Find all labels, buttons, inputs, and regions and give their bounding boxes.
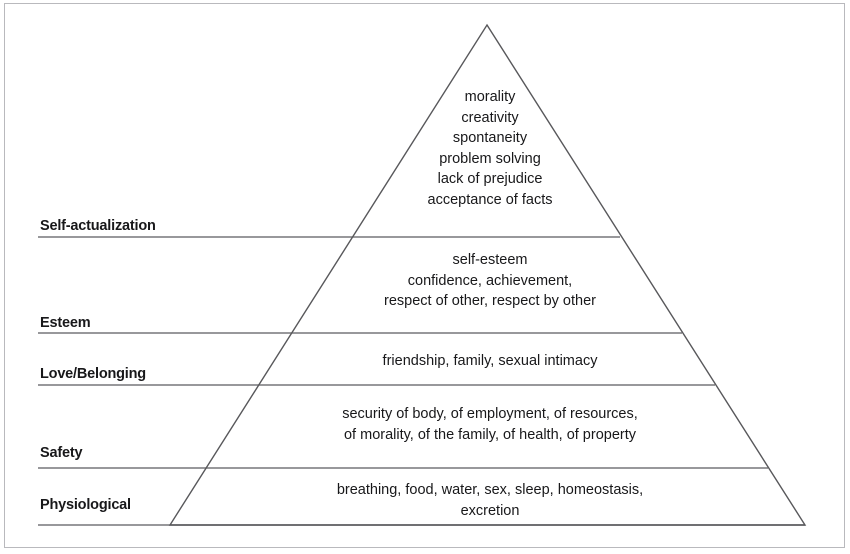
tier-label-physiological: Physiological <box>40 497 131 513</box>
tier-label-esteem: Esteem <box>40 315 91 331</box>
tier-text-physiological: breathing, food, water, sex, sleep, home… <box>336 482 644 519</box>
pyramid-outline <box>168 23 807 526</box>
tier-text-safety: security of body, of employment, of reso… <box>342 406 638 443</box>
tier-text-esteem: self-esteem confidence, achievement, res… <box>384 252 596 309</box>
tier-label-love-belonging: Love/Belonging <box>40 366 146 382</box>
tier-text-self-actualization: morality creativity spontaneity problem … <box>427 89 553 208</box>
tier-text-love-belonging: friendship, family, sexual intimacy <box>382 353 598 369</box>
tier-label-self-actualization: Self-actualization <box>40 218 156 234</box>
tier-label-safety: Safety <box>40 445 83 461</box>
